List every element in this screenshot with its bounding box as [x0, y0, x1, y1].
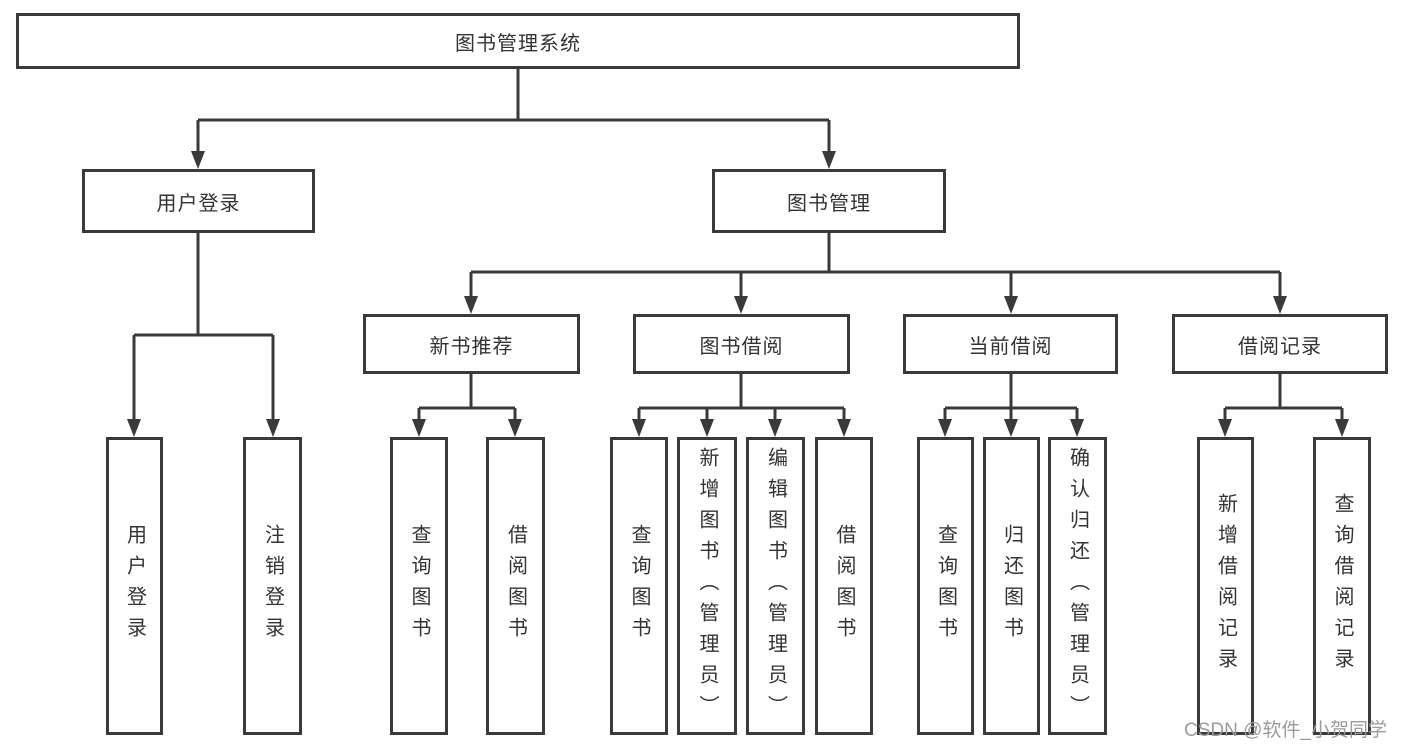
arrowhead: [127, 419, 141, 437]
leaf-user-login: 用户登录: [106, 437, 163, 735]
leaf-confirm-return-admin-label: 确认归还（管理员）: [1066, 446, 1089, 726]
node-user-login: 用户登录: [82, 169, 315, 233]
leaf-query-book-3: 查询图书: [917, 437, 974, 735]
leaf-return-book-label: 归还图书: [1000, 524, 1023, 648]
arrowhead: [1004, 419, 1018, 437]
leaf-query-book-1: 查询图书: [390, 437, 448, 735]
node-root-label: 图书管理系统: [455, 32, 581, 55]
leaf-query-borrow-record-label: 查询借阅记录: [1331, 493, 1353, 679]
leaf-query-book-1-label: 查询图书: [408, 524, 430, 648]
node-book-management-label: 图书管理: [787, 192, 871, 215]
node-current-borrow-label: 当前借阅: [968, 335, 1053, 358]
arrowhead: [412, 419, 426, 437]
leaf-query-book-3-label: 查询图书: [934, 524, 957, 648]
node-new-book-recommend: 新书推荐: [363, 314, 580, 374]
leaf-user-login-label: 用户登录: [123, 524, 146, 648]
csdn-watermark: CSDN @软件_小贺同学: [1184, 720, 1387, 741]
arrowhead: [1004, 296, 1018, 314]
node-user-login-label: 用户登录: [156, 192, 241, 215]
node-current-borrow: 当前借阅: [903, 314, 1118, 374]
leaf-add-borrow-record-label: 新增借阅记录: [1214, 493, 1237, 679]
arrowhead: [632, 419, 646, 437]
arrowhead: [822, 151, 836, 169]
arrowhead: [768, 419, 782, 437]
arrowhead: [734, 296, 748, 314]
leaf-query-book-2-label: 查询图书: [628, 524, 650, 648]
leaf-borrow-book-2-label: 借阅图书: [833, 524, 855, 648]
leaf-return-book: 归还图书: [983, 437, 1040, 735]
leaf-borrow-book-2: 借阅图书: [815, 437, 873, 735]
leaf-confirm-return-admin: 确认归还（管理员）: [1048, 437, 1107, 735]
arrowhead: [464, 296, 478, 314]
leaf-edit-book-admin-label: 编辑图书（管理员）: [764, 446, 787, 726]
arrowhead: [1273, 296, 1287, 314]
node-borrow-record-label: 借阅记录: [1238, 335, 1322, 358]
node-book-borrow: 图书借阅: [633, 314, 850, 374]
arrowhead: [191, 151, 205, 169]
leaf-query-borrow-record: 查询借阅记录: [1313, 437, 1371, 735]
leaf-edit-book-admin: 编辑图书（管理员）: [746, 437, 805, 735]
leaf-add-book-admin-label: 新增图书（管理员）: [696, 446, 718, 726]
leaf-borrow-book-1: 借阅图书: [486, 437, 545, 735]
leaf-borrow-book-1-label: 借阅图书: [504, 524, 527, 648]
node-root: 图书管理系统: [16, 13, 1020, 69]
arrowhead: [508, 419, 522, 437]
leaf-query-book-2: 查询图书: [610, 437, 668, 735]
node-book-management: 图书管理: [712, 169, 946, 233]
arrowhead: [837, 419, 851, 437]
arrowhead: [266, 419, 280, 437]
arrowhead: [938, 419, 952, 437]
arrowhead: [1070, 419, 1084, 437]
leaf-add-book-admin: 新增图书（管理员）: [677, 437, 737, 735]
leaf-logout-label: 注销登录: [261, 524, 284, 648]
node-borrow-record: 借阅记录: [1172, 314, 1388, 374]
node-book-borrow-label: 图书借阅: [699, 335, 784, 358]
leaf-logout: 注销登录: [243, 437, 302, 735]
arrowhead: [1335, 419, 1349, 437]
leaf-add-borrow-record: 新增借阅记录: [1197, 437, 1254, 735]
arrowhead: [700, 419, 714, 437]
node-new-book-recommend-label: 新书推荐: [429, 335, 514, 358]
arrowhead: [1218, 419, 1232, 437]
